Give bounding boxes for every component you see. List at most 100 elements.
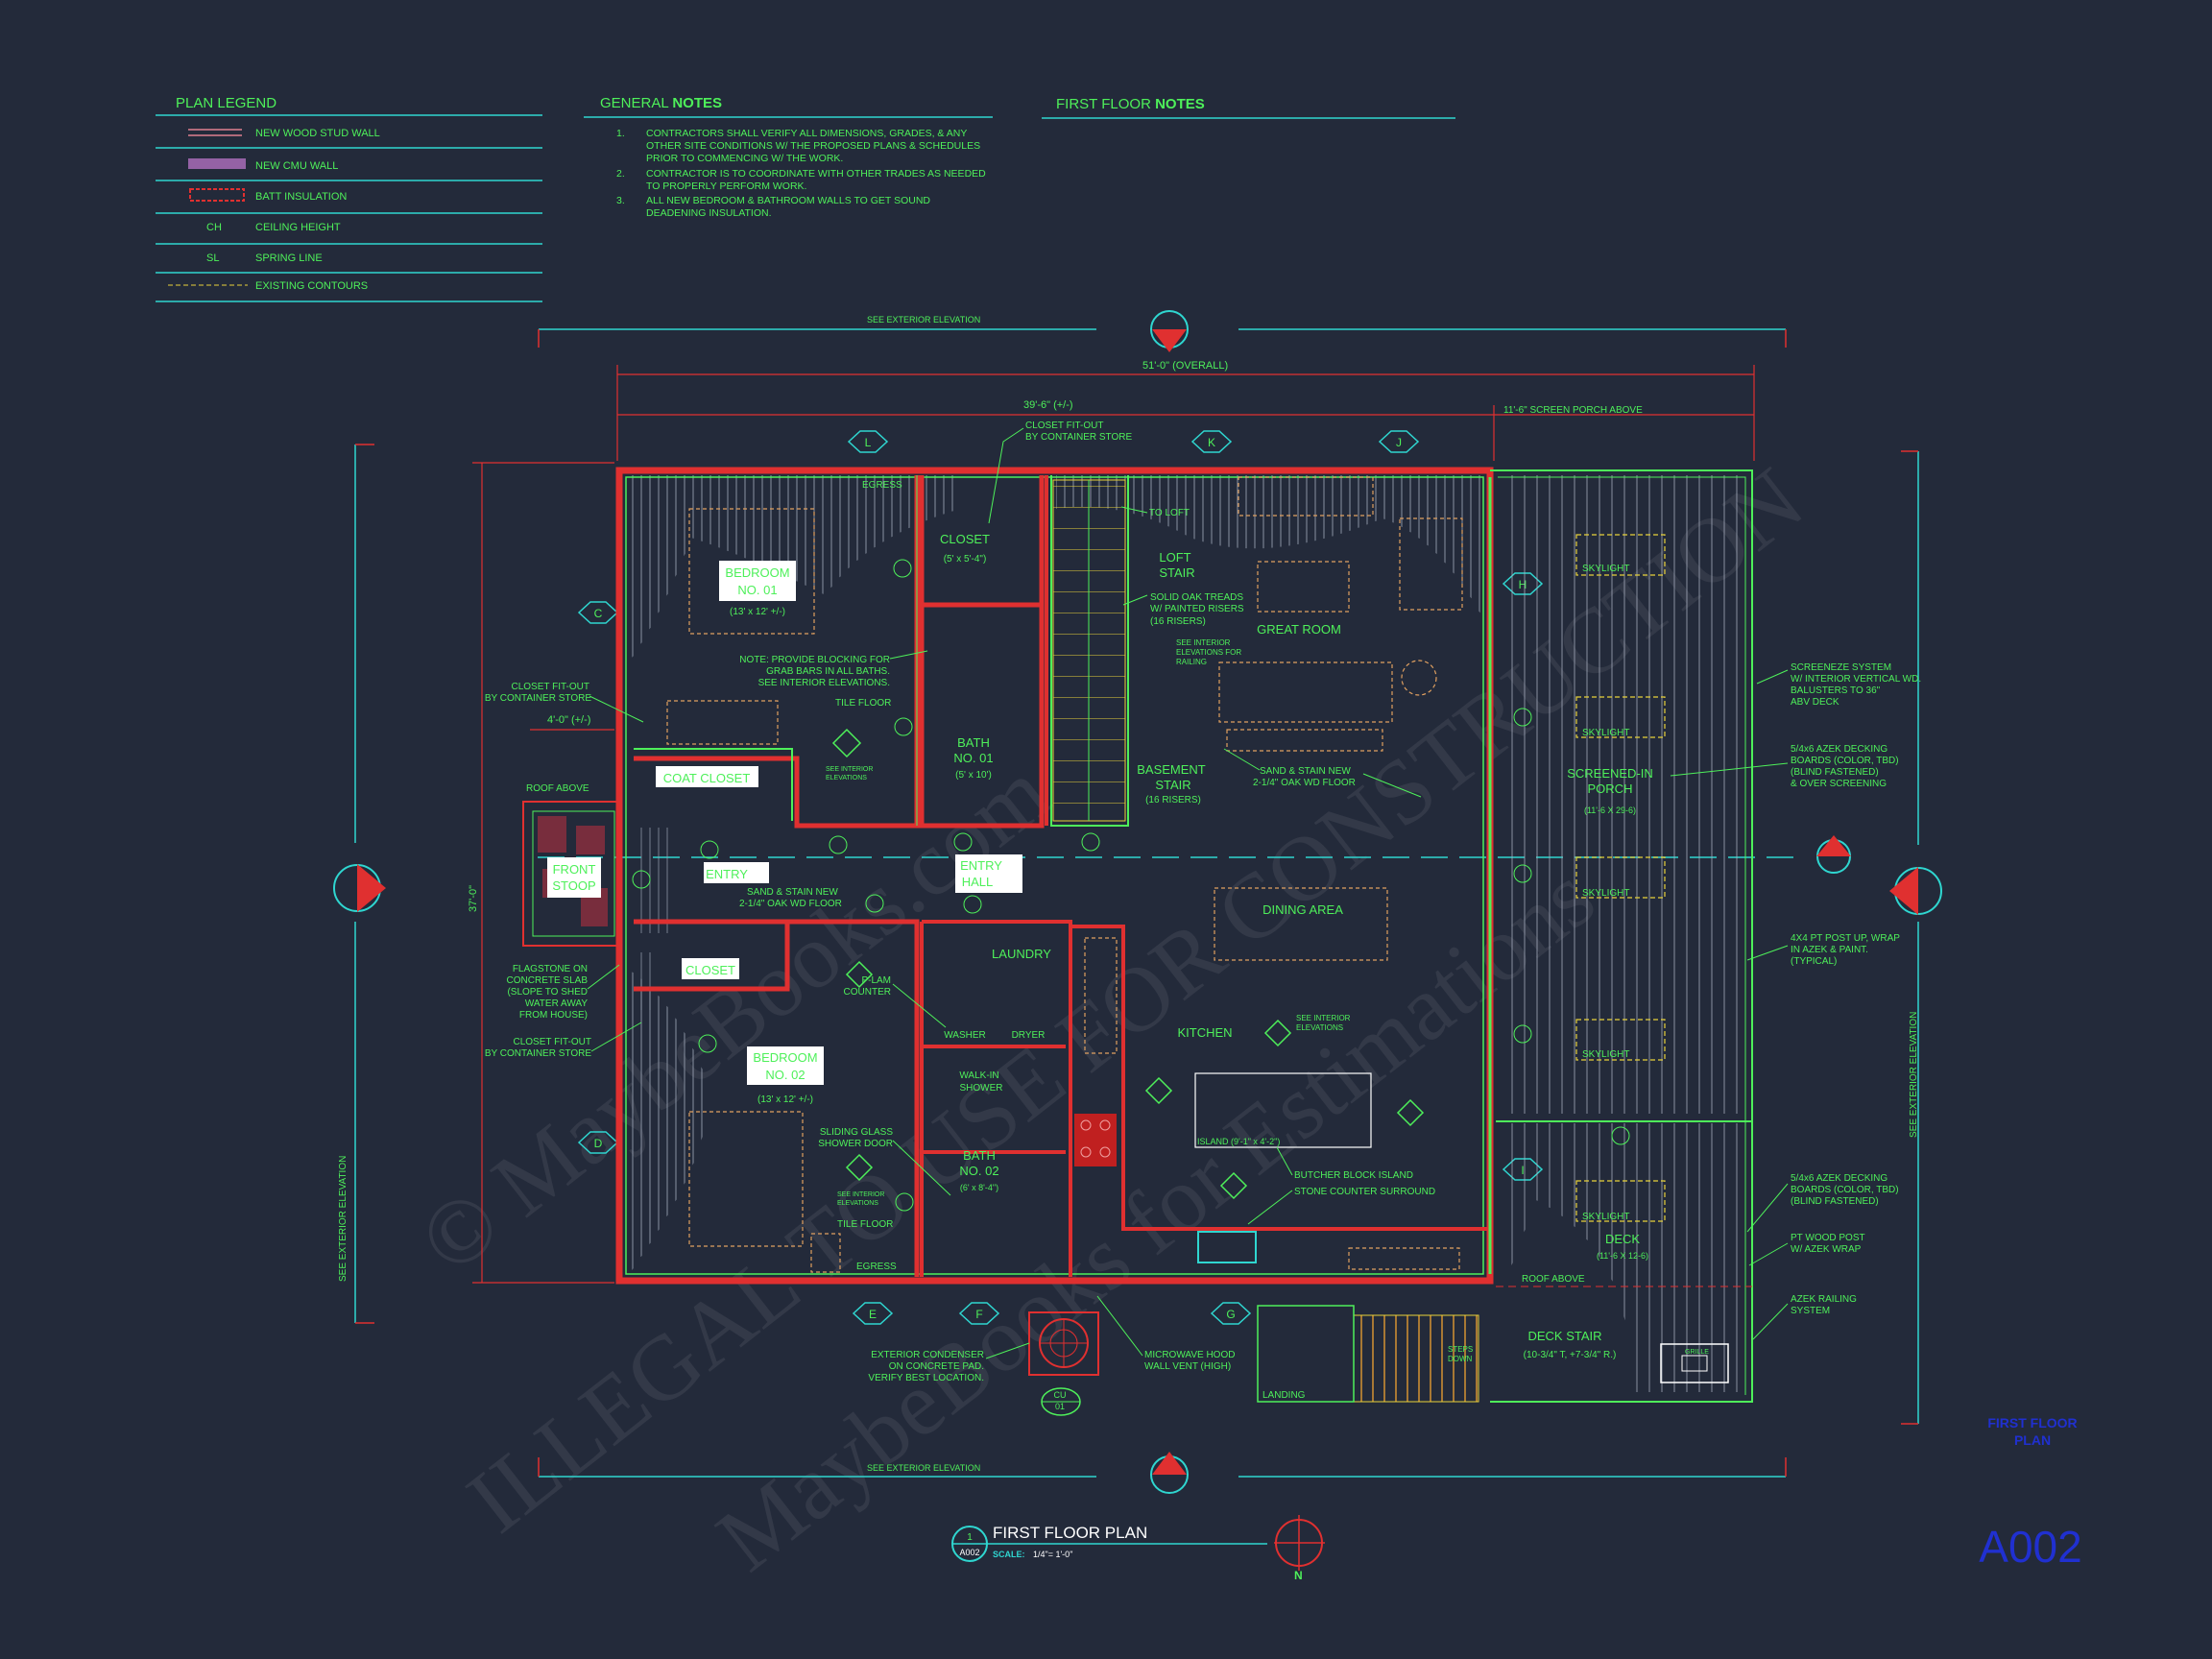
general-notes-title: GENERAL NOTES	[600, 95, 722, 111]
grid-bubble-L	[847, 430, 889, 453]
note-2-line-2: TO PROPERLY PERFORM WORK.	[646, 180, 806, 192]
laundry-label: LAUNDRY	[992, 947, 1051, 961]
callout-condenser-2: ON CONCRETE PAD.	[889, 1361, 984, 1372]
elevation-ref-top: SEE EXTERIOR ELEVATION	[867, 315, 980, 325]
bath-2-line-2: NO. 02	[959, 1164, 998, 1178]
callout-entry-floor-1: SAND & STAIN NEW	[747, 887, 838, 898]
callout-roof-above-stoop: ROOF ABOVE	[526, 783, 589, 794]
callout-blocking-1: NOTE: PROVIDE BLOCKING FOR	[739, 655, 890, 665]
callout-see-int-bath-1: SEE INTERIOR	[826, 766, 873, 773]
callout-to-loft: TO LOFT	[1149, 508, 1190, 518]
legend-label-5: SPRING LINE	[255, 252, 323, 264]
callout-microwave-1: MICROWAVE HOOD	[1144, 1350, 1235, 1360]
scale-label: SCALE:	[993, 1550, 1025, 1559]
sheet-label-2: PLAN	[2014, 1432, 2051, 1448]
bath-2-sub: (6' x 8'-4")	[960, 1183, 998, 1192]
callout-great-room-floor-2: 2-1/4" OAK WD FLOOR	[1253, 778, 1356, 788]
callout-condenser-1: EXTERIOR CONDENSER	[871, 1350, 984, 1360]
kitchen-island	[1194, 1072, 1372, 1148]
loft-stair-line-1: LOFT	[1159, 550, 1190, 565]
north-label: N	[1294, 1569, 1303, 1582]
bed-1	[688, 508, 815, 635]
skylight-1: SKYLIGHT	[1582, 564, 1629, 574]
callout-closet-fitout-lower-1: CLOSET FIT-OUT	[514, 1037, 592, 1047]
callout-blocking-3: SEE INTERIOR ELEVATIONS.	[758, 678, 890, 688]
elevation-ref-bottom: SEE EXTERIOR ELEVATION	[867, 1463, 980, 1473]
cu-tag-top: CU	[1054, 1390, 1067, 1400]
room-entry-hall-2: HALL	[962, 875, 994, 889]
callout-flagstone-3: (SLOPE TO SHED	[507, 987, 588, 998]
deck-stair	[1257, 1305, 1479, 1403]
callout-egress-lower: EGRESS	[856, 1262, 897, 1272]
callout-screeneze-1: SCREENEZE SYSTEM	[1791, 662, 1891, 673]
callout-decking-lower-3: (BLIND FASTENED)	[1791, 1196, 1879, 1207]
legend-label-1: NEW WOOD STUD WALL	[255, 128, 380, 139]
room-bedroom-2-line-1: BEDROOM	[753, 1050, 817, 1065]
callout-oak-treads-3: (16 RISERS)	[1150, 616, 1206, 627]
room-entry-hall-1: ENTRY	[960, 858, 1002, 873]
callout-flagstone-2: CONCRETE SLAB	[507, 975, 589, 986]
elevation-marker-right	[1889, 867, 1942, 915]
floor-notes-title: FIRST FLOOR NOTES	[1056, 96, 1205, 112]
bath-1-line-1: BATH	[957, 735, 990, 750]
callout-closet-fitout-top-1: CLOSET FIT-OUT	[1025, 421, 1104, 431]
callout-grille: GRILLE	[1685, 1349, 1709, 1356]
callout-closet-fitout-lower-2: BY CONTAINER STORE	[485, 1048, 591, 1059]
legend-label-3: BATT INSULATION	[255, 191, 347, 203]
callout-sliding-door-1: SLIDING GLASS	[820, 1127, 893, 1138]
callout-entry-floor-2: 2-1/4" OAK WD FLOOR	[739, 899, 842, 909]
basement-stair-line-1: BASEMENT	[1137, 762, 1206, 777]
legend-title: PLAN LEGEND	[176, 95, 276, 111]
loft-stair-line-2: STAIR	[1159, 565, 1194, 580]
note-3-line-2: DEADENING INSULATION.	[646, 207, 772, 219]
screened-porch-line-1: SCREENED-IN	[1567, 766, 1653, 781]
batt-insulation-swatch	[189, 188, 245, 202]
drawing-title-block: 1 A002 FIRST FLOOR PLAN SCALE: 1/4"= 1'-…	[951, 1524, 1267, 1562]
elevation-marker-bottom	[1150, 1452, 1189, 1494]
callout-decking-lower-1: 5/4x6 AZEK DECKING	[1791, 1173, 1887, 1184]
callout-sliding-door-2: SHOWER DOOR	[818, 1139, 893, 1149]
grid-bubble-J	[1378, 430, 1420, 453]
closet-top-sub: (5' x 5'-4")	[944, 554, 987, 565]
general-notes: GENERAL NOTES 1. CONTRACTORS SHALL VERIF…	[584, 95, 993, 219]
callout-flagstone-1: FLAGSTONE ON	[513, 964, 588, 974]
skylights	[1575, 534, 1666, 1222]
bath-1-sub: (5' x 10')	[955, 770, 992, 781]
island-label: ISLAND (9'-1" x 4'-2")	[1197, 1137, 1280, 1146]
callout-closet-fitout-top-2: BY CONTAINER STORE	[1025, 432, 1132, 443]
north-arrow	[1274, 1515, 1325, 1571]
grid-bubble-E	[852, 1302, 894, 1325]
dim-porch: 11'-6" SCREEN PORCH ABOVE	[1503, 405, 1643, 416]
callout-post-1: 4X4 PT POST UP, WRAP	[1791, 933, 1900, 944]
screened-porch-sub: (11'-6 X 29-6)	[1584, 805, 1636, 815]
watermark-line-1: © MaybeBooks.com	[400, 740, 1068, 1293]
range	[1074, 1114, 1117, 1166]
elevation-ref-left: SEE EXTERIOR ELEVATION	[338, 1156, 349, 1282]
deck-stair-sub: (10-3/4" T, +7-3/4" R.)	[1524, 1350, 1617, 1360]
legend-label-4: CEILING HEIGHT	[255, 222, 341, 233]
bed-2	[688, 1111, 804, 1247]
dimension-lines	[472, 365, 1755, 1284]
callout-plam-1: P-LAM	[861, 975, 891, 986]
walk-in-shower-1: WALK-IN	[959, 1070, 998, 1081]
room-entry: ENTRY	[706, 867, 748, 881]
grid-label-K: K	[1208, 436, 1215, 449]
screened-porch-line-2: PORCH	[1588, 781, 1633, 796]
callout-railing-2: ELEVATIONS FOR	[1176, 648, 1241, 657]
room-bedroom-1-line-2: NO. 01	[737, 583, 777, 597]
deck-stair-label: DECK STAIR	[1527, 1329, 1601, 1343]
deck-sub: (11'-6 X 12-6)	[1597, 1251, 1648, 1261]
grid-bubble-F	[958, 1302, 1000, 1325]
room-bedroom-1-line-1: BEDROOM	[725, 565, 789, 580]
callout-decking-lower-2: BOARDS (COLOR, TBD)	[1791, 1185, 1899, 1195]
callout-flagstone-5: FROM HOUSE)	[519, 1010, 588, 1021]
callout-oak-treads-2: W/ PAINTED RISERS	[1150, 604, 1244, 614]
callout-butcher-block: BUTCHER BLOCK ISLAND	[1294, 1170, 1413, 1181]
title-bubble-bottom: A002	[959, 1548, 979, 1557]
legend-label-6: EXISTING CONTOURS	[255, 280, 368, 292]
note-3-line-1: ALL NEW BEDROOM & BATHROOM WALLS TO GET …	[646, 195, 930, 206]
section-marker-right	[1816, 835, 1851, 874]
elevation-marker-top	[1150, 310, 1189, 352]
